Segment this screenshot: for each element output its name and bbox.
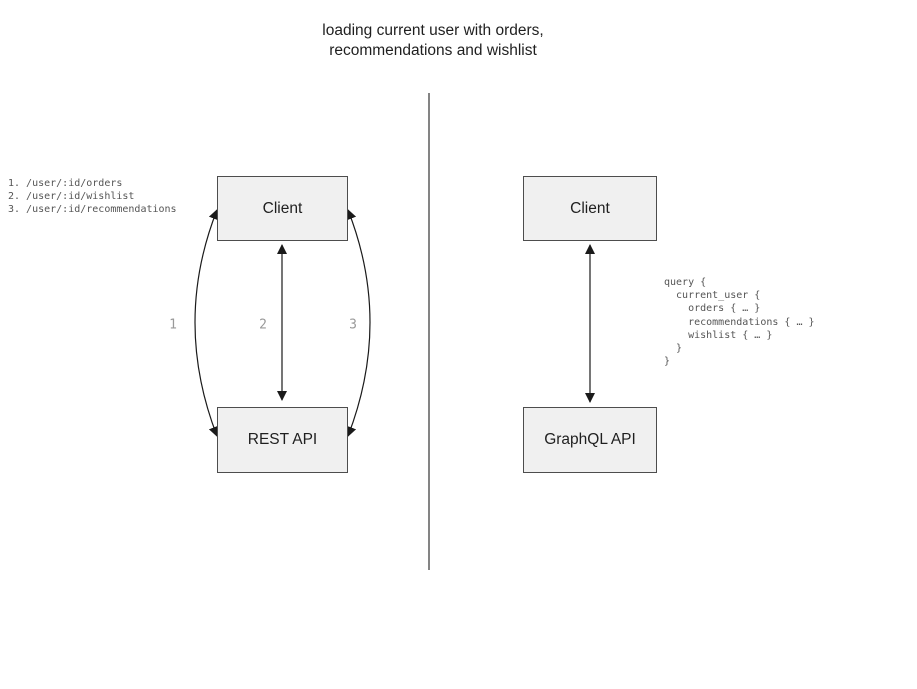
right-client-box-label: Client bbox=[570, 199, 610, 217]
rest-endpoints-list: 1. /user/:id/orders 2. /user/:id/wishlis… bbox=[8, 178, 177, 216]
graphql-api-box-label: GraphQL API bbox=[544, 431, 636, 448]
left-client-box: Client bbox=[217, 176, 348, 241]
arrow-label-1: 1 bbox=[169, 317, 177, 333]
left-client-box-label: Client bbox=[262, 199, 303, 217]
rest-api-box: REST API bbox=[217, 407, 348, 473]
right-client-box: Client bbox=[523, 176, 657, 241]
graphql-api-box: GraphQL API bbox=[523, 407, 657, 473]
arrow-label-3: 3 bbox=[349, 317, 357, 333]
rest-arrow-1-arc bbox=[194, 209, 219, 437]
graphql-query-code: query { current_user { orders { … } reco… bbox=[664, 277, 815, 368]
rest-api-box-label: REST API bbox=[247, 431, 318, 448]
arrow-label-2: 2 bbox=[259, 317, 267, 333]
diagram-title: loading current user with orders, recomm… bbox=[322, 22, 544, 59]
